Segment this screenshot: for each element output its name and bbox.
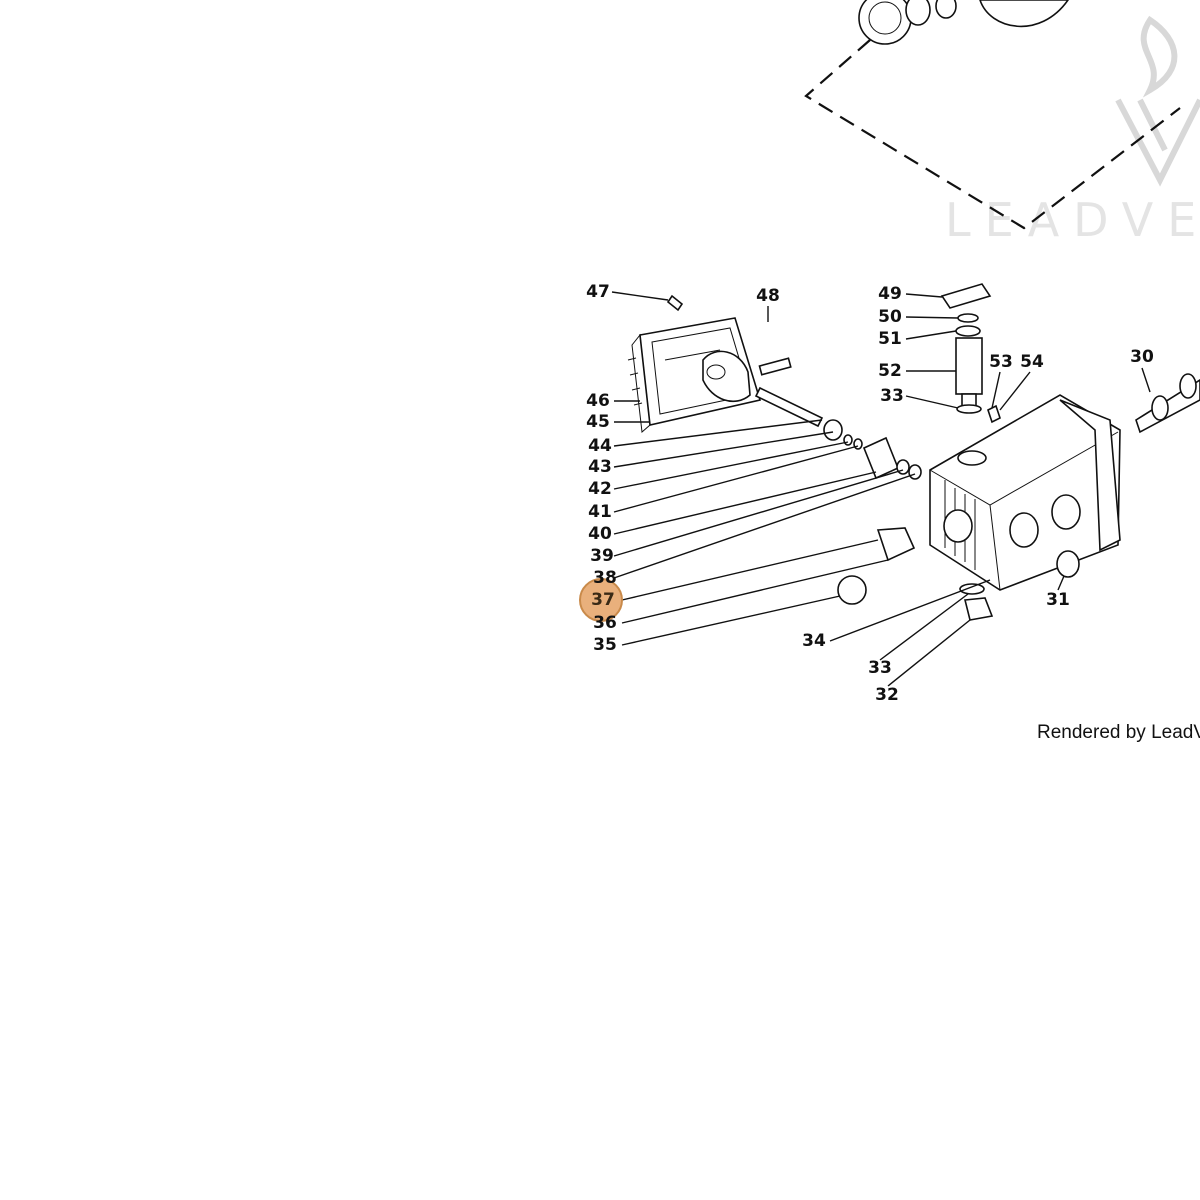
callout-54[interactable]: 54	[1020, 352, 1044, 372]
callout-40[interactable]: 40	[588, 524, 612, 544]
callout-51[interactable]: 51	[878, 329, 902, 349]
callout-30[interactable]: 30	[1130, 347, 1154, 367]
callout-47[interactable]: 47	[586, 282, 610, 302]
camshaft	[1135, 373, 1200, 434]
callout-33-bottom[interactable]: 33	[868, 658, 892, 678]
pin-part	[758, 357, 792, 376]
callout-33-top[interactable]: 33	[880, 386, 904, 406]
callout-44[interactable]: 44	[588, 436, 612, 456]
callout-41[interactable]: 41	[588, 502, 612, 522]
callout-50[interactable]: 50	[878, 307, 902, 327]
callout-labels: 47 48 49 50 51 52 53 54 33 30 46 45 44 4…	[586, 282, 1154, 705]
callout-53[interactable]: 53	[989, 352, 1013, 372]
callout-46[interactable]: 46	[586, 391, 610, 411]
watermark-text: LEADVEN	[945, 193, 1200, 247]
callout-36[interactable]: 36	[593, 613, 617, 633]
cap-part	[837, 575, 867, 605]
callout-43[interactable]: 43	[588, 457, 612, 477]
plunger-shaft	[754, 386, 922, 480]
callout-34[interactable]: 34	[802, 631, 826, 651]
oring-part	[959, 583, 985, 595]
callout-37[interactable]: 37	[591, 590, 615, 610]
leader-lines	[611, 291, 1151, 687]
callout-31[interactable]: 31	[1046, 590, 1070, 610]
watermark-logo	[1115, 15, 1200, 187]
callout-52[interactable]: 52	[878, 361, 902, 381]
callout-45[interactable]: 45	[586, 412, 610, 432]
callout-48[interactable]: 48	[756, 286, 780, 306]
callout-42[interactable]: 42	[588, 479, 612, 499]
screw-part	[666, 294, 684, 312]
valve-stack	[940, 283, 992, 414]
callout-39[interactable]: 39	[590, 546, 614, 566]
fitting-part	[876, 527, 916, 562]
top-assembly-fragment	[804, 0, 1181, 230]
bracket-part	[702, 350, 751, 403]
callout-38[interactable]: 38	[593, 568, 617, 588]
callout-37-highlight[interactable]	[579, 578, 623, 622]
callout-49[interactable]: 49	[878, 284, 902, 304]
bolt-part	[987, 404, 1001, 424]
callout-35[interactable]: 35	[593, 635, 617, 655]
pump-head	[929, 394, 1121, 591]
plug-part	[963, 597, 994, 621]
seal-part	[1056, 550, 1080, 578]
callout-32[interactable]: 32	[875, 685, 899, 705]
render-credit: Rendered by LeadVe	[1037, 722, 1200, 743]
